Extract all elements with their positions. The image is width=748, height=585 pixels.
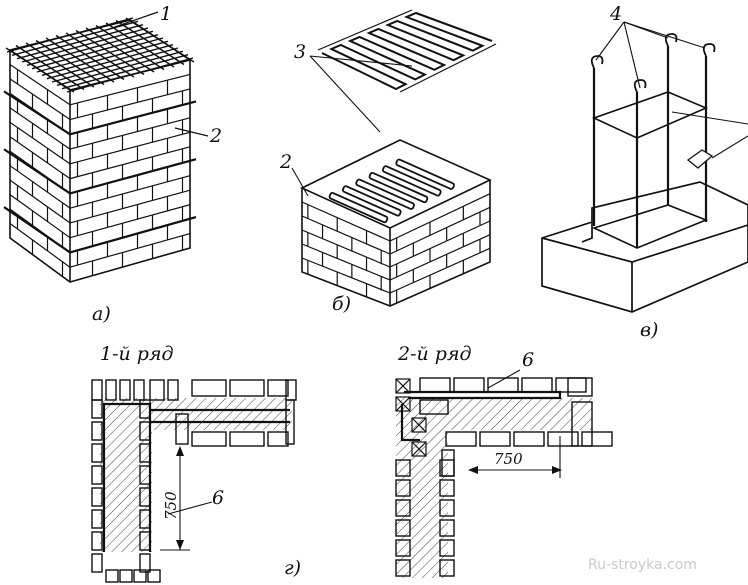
- foundation-block: [541, 181, 748, 313]
- leader-4a: [595, 21, 625, 61]
- leader-2a: [174, 127, 209, 137]
- leader-stirrup-b: [711, 135, 748, 159]
- reinforcement-mesh-edges: [3, 90, 197, 254]
- figure-b-zigzag-reinforced-column: [291, 9, 497, 307]
- callout-6a: 6: [212, 487, 224, 509]
- mesh-bar-row-2: [400, 390, 562, 442]
- leader-1: [111, 11, 159, 29]
- caption-a: а): [92, 303, 111, 325]
- callout-2a: 2: [209, 125, 222, 147]
- crossed-brick-markers: [395, 378, 427, 457]
- caption-v: в): [640, 319, 658, 341]
- callout-6b: 6: [522, 349, 534, 371]
- mortar-fill-row-1: [100, 398, 292, 552]
- figure-v-reinforcement-cage: [541, 21, 748, 313]
- mesh-bar-row-1: [102, 402, 290, 552]
- leader-6a: [167, 501, 213, 515]
- reinforcement-mesh-top: [5, 17, 195, 93]
- dimension-750-row-1: 750: [162, 491, 180, 520]
- row-2-title: 2-й ряд: [397, 343, 472, 365]
- mortar-fill-row-2: [396, 398, 592, 578]
- stirrup-detail: [686, 149, 714, 169]
- leader-stirrup-a: [671, 111, 748, 125]
- leader-4b: [623, 21, 641, 89]
- dimension-750-row-2: 750: [494, 450, 523, 468]
- watermark: Ru-stroyka.com: [588, 557, 697, 573]
- row-1-title: 1-й ряд: [100, 343, 174, 365]
- zigzag-mesh-on-column: [328, 158, 455, 224]
- leader-2b: [291, 167, 309, 197]
- plan-row-2: [395, 369, 613, 578]
- callout-1: 1: [160, 3, 172, 25]
- rebar-cage: [590, 33, 716, 249]
- leader-6b: [487, 369, 521, 389]
- leader-4d: [623, 21, 706, 49]
- callout-3: 3: [294, 41, 306, 63]
- zigzag-mesh-detail: [317, 9, 497, 93]
- caption-g: г): [284, 557, 301, 579]
- leader-3a: [309, 55, 381, 133]
- callout-4: 4: [609, 3, 622, 25]
- column-b-brick-courses: [301, 193, 491, 304]
- plan-row-1: [91, 379, 297, 583]
- callout-2b: 2: [279, 151, 292, 173]
- leader-3b: [309, 55, 413, 67]
- caption-b: б): [332, 293, 351, 315]
- figure-a-mesh-reinforced-column: [3, 11, 209, 283]
- column-a-outline: [9, 50, 191, 283]
